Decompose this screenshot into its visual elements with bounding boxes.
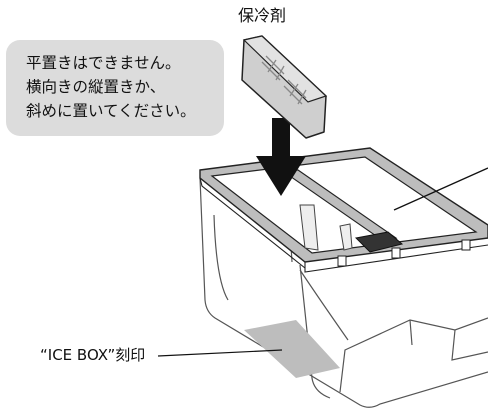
note-line-3: 斜めに置いてください。 bbox=[26, 102, 196, 120]
latch-block bbox=[354, 231, 404, 253]
rim-tab bbox=[337, 255, 347, 267]
rim-tab bbox=[461, 239, 471, 251]
slot-pointer-line bbox=[393, 167, 488, 211]
ice-box-mark-label: “ICE BOX”刻印 bbox=[40, 346, 146, 364]
container-rim bbox=[199, 147, 488, 273]
note-line-1: 平置きはできません。 bbox=[26, 54, 181, 72]
engraving-pointer-line bbox=[157, 349, 283, 357]
ice-pack-icon bbox=[241, 35, 328, 139]
note-line-2: 横向きの縦置きか、 bbox=[26, 78, 166, 96]
placement-note: 平置きはできません。 横向きの縦置きか、 斜めに置いてください。 bbox=[6, 40, 224, 136]
down-arrow-icon bbox=[256, 118, 306, 196]
ice-box-engraving bbox=[244, 320, 340, 378]
ice-pack-label: 保冷剤 bbox=[238, 6, 287, 25]
rim-tab bbox=[391, 247, 401, 259]
